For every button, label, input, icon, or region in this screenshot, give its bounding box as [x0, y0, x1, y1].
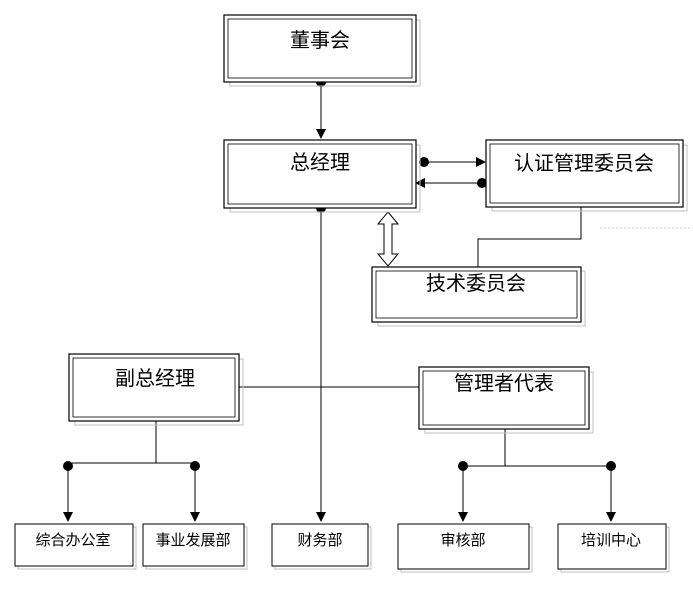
- node-board: 董事会: [223, 14, 421, 87]
- node-deputy-gm: 副总经理: [68, 353, 244, 426]
- arrowhead-training: [606, 512, 616, 522]
- node-mgmt-rep: 管理者代表: [418, 366, 594, 434]
- node-general-office: 综合办公室: [14, 523, 137, 570]
- node-tech-committee: 技术委员会: [371, 266, 586, 327]
- node-general-office-label: 综合办公室: [35, 531, 110, 549]
- arrowhead-finance: [316, 512, 326, 522]
- node-finance-label: 财务部: [297, 531, 342, 549]
- node-deputy-gm-label: 副总经理: [115, 366, 195, 390]
- line-cert-tech: [477, 207, 582, 267]
- node-board-label: 董事会: [290, 28, 350, 52]
- connectors: [63, 77, 616, 522]
- arrowhead-audit: [458, 512, 468, 522]
- arrowhead-cert: [476, 157, 486, 167]
- node-business-dev-label: 事业发展部: [155, 531, 230, 549]
- node-tech-committee-label: 技术委员会: [426, 271, 526, 295]
- arrowhead-office: [63, 512, 73, 522]
- dot-cert-left: [477, 178, 487, 188]
- arrowhead-bizdev: [190, 512, 200, 522]
- node-finance: 财务部: [271, 523, 372, 570]
- node-audit: 审核部: [397, 523, 533, 573]
- node-mgmt-rep-label: 管理者代表: [454, 371, 554, 395]
- node-gm: 总经理: [223, 139, 421, 213]
- node-business-dev: 事业发展部: [142, 523, 248, 570]
- node-cert-committee-label: 认证管理委员会: [514, 151, 654, 175]
- node-training: 培训中心: [557, 523, 670, 573]
- node-cert-committee: 认证管理委员会: [485, 139, 688, 212]
- node-training-label: 培训中心: [581, 531, 641, 549]
- node-gm-label: 总经理: [290, 150, 350, 174]
- arrowhead-gm: [316, 129, 326, 139]
- node-audit-label: 审核部: [440, 531, 485, 549]
- dot-gm-right: [419, 157, 429, 167]
- double-arrow-icon: [376, 211, 400, 267]
